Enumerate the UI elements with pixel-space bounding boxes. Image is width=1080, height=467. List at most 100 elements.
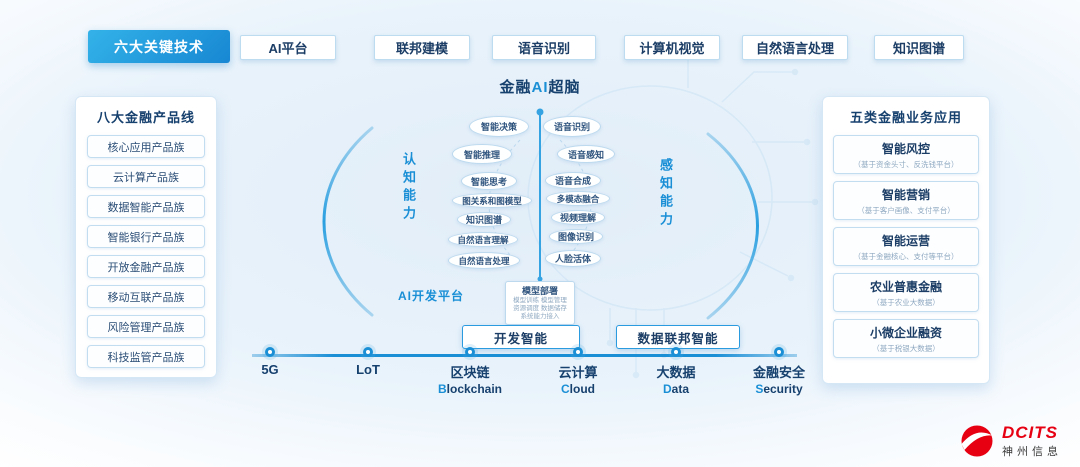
capability-bubble: 知识图谱 — [457, 212, 511, 227]
timeline-dot — [573, 347, 583, 357]
timeline-en-accent: D — [662, 382, 672, 396]
model-deploy-line: 资源调度 数据储存 — [513, 305, 567, 312]
timeline-en-rest: ata — [671, 382, 689, 396]
product-line-item: 智能银行产品族 — [87, 225, 205, 248]
timeline-item-5g: 5G — [215, 347, 325, 378]
capability-bubble: 语音感知 — [557, 145, 615, 163]
dcits-company-name: 神州信息 — [1002, 445, 1062, 458]
capability-bubble: 自然语言处理 — [448, 252, 520, 269]
timeline-dot — [363, 347, 373, 357]
product-line-item: 云计算产品族 — [87, 165, 205, 188]
timeline-item-security: 金融安全 Security — [724, 347, 834, 396]
tech-chip-knowledge-graph[interactable]: 知识图谱 — [874, 35, 964, 60]
application-title: 农业普惠金融 — [869, 280, 942, 294]
application-title: 小微企业融资 — [869, 326, 942, 340]
timeline-en-rest: loud — [569, 382, 595, 396]
tech-chip-nlp[interactable]: 自然语言处理 — [742, 35, 848, 60]
tech-chip-computer-vision[interactable]: 计算机视觉 — [624, 35, 720, 60]
timeline-item-cloud: 云计算 Cloud — [523, 347, 633, 396]
timeline-line — [252, 354, 797, 357]
model-deploy-line: 系统能力接入 — [520, 313, 560, 320]
tech-chip-ai-platform[interactable]: AI平台 — [240, 35, 336, 60]
panel-product-lines-title: 八大金融产品线 — [96, 110, 195, 125]
capability-bubble: 智能决策 — [469, 116, 529, 137]
timeline-en-accent: S — [755, 382, 764, 396]
timeline-label-en: Blockchain — [415, 382, 525, 396]
capability-bubble: 智能思考 — [461, 172, 517, 190]
capability-bubble: 人脸活体 — [545, 250, 601, 267]
timeline-item-bigdata: 大数据 Data — [621, 347, 731, 396]
application-title: 智能运营 — [881, 234, 930, 248]
label-cognitive-ability: 认知能力 — [401, 152, 416, 224]
timeline-dot — [265, 347, 275, 357]
model-deploy-title: 模型部署 — [521, 286, 558, 296]
application-title: 智能风控 — [881, 142, 930, 156]
tech-chip-federated-modeling[interactable]: 联邦建模 — [374, 35, 470, 60]
capability-bubble: 语音识别 — [543, 116, 601, 137]
timeline-label-en: Security — [724, 382, 834, 396]
application-subtitle: （基于资金头寸、反洗钱平台） — [853, 160, 959, 169]
application-subtitle: （基于金融核心、支付等平台） — [853, 252, 959, 261]
dcits-brand: DCITS — [1002, 422, 1058, 442]
application-item: 智能风控 （基于资金头寸、反洗钱平台） — [833, 135, 979, 174]
application-item: 小微企业融资 （基于税银大数据） — [833, 319, 979, 358]
timeline-label: LoT — [356, 362, 380, 377]
panel-product-lines: 八大金融产品线 核心应用产品族 云计算产品族 数据智能产品族 智能银行产品族 开… — [75, 96, 217, 378]
capability-bubble: 多模态融合 — [546, 191, 610, 206]
label-ai-dev-platform: AI开发平台 — [398, 289, 465, 303]
timeline-dot — [465, 347, 475, 357]
center-title: 金融AI超脑 — [460, 76, 620, 97]
center-title-accent: AI — [531, 79, 549, 96]
product-line-item: 风险管理产品族 — [87, 315, 205, 338]
data-federation-intelligence-button[interactable]: 数据联邦智能 — [616, 325, 740, 349]
tab-six-key-technologies[interactable]: 六大关键技术 — [88, 30, 230, 63]
right-bracket-arc — [706, 132, 759, 320]
timeline-dot — [671, 347, 681, 357]
panel-business-applications-title: 五类金融业务应用 — [849, 110, 962, 125]
timeline-label-en: Data — [621, 382, 731, 396]
application-subtitle: （基于农业大数据） — [872, 298, 940, 307]
product-line-item: 移动互联产品族 — [87, 285, 205, 308]
capability-bubble: 视频理解 — [551, 210, 605, 225]
timeline-label-en: Cloud — [523, 382, 633, 396]
timeline-label: 5G — [261, 362, 279, 377]
application-subtitle: （基于客户画像、支付平台） — [857, 206, 955, 215]
product-line-item: 核心应用产品族 — [87, 135, 205, 158]
capability-bubble: 图关系和图模型 — [452, 193, 532, 208]
center-title-post: 超脑 — [548, 79, 581, 96]
panel-business-applications: 五类金融业务应用 智能风控 （基于资金头寸、反洗钱平台） 智能营销 （基于客户画… — [822, 96, 990, 384]
dcits-logo-text: DCITS 神州信息 — [1002, 424, 1062, 459]
application-item: 智能营销 （基于客户画像、支付平台） — [833, 181, 979, 220]
application-item: 智能运营 （基于金融核心、支付等平台） — [833, 227, 979, 266]
center-title-pre: 金融 — [499, 79, 532, 96]
timeline-item-blockchain: 区块链 Blockchain — [415, 347, 525, 396]
dcits-logo: DCITS 神州信息 — [959, 423, 1062, 459]
timeline-label: 金融安全 — [752, 365, 805, 380]
timeline-label: 云计算 — [558, 365, 598, 380]
timeline-dot — [774, 347, 784, 357]
capability-bubble: 语音合成 — [545, 172, 601, 189]
product-line-item: 数据智能产品族 — [87, 195, 205, 218]
label-perception-ability: 感知能力 — [658, 158, 673, 230]
capability-bubble: 智能推理 — [452, 144, 512, 164]
product-line-item: 科技监管产品族 — [87, 345, 205, 368]
timeline-en-rest: ecurity — [763, 382, 803, 396]
capability-bubble: 图像识别 — [549, 229, 603, 244]
model-deploy-line: 模型训练 模型管理 — [513, 297, 567, 304]
timeline-item-iot: LoT — [313, 347, 423, 378]
timeline-en-accent: C — [561, 382, 570, 396]
application-title: 智能营销 — [881, 188, 930, 202]
model-deploy-box: 模型部署 模型训练 模型管理 资源调度 数据储存 系统能力接入 — [505, 281, 575, 325]
capability-bubble: 自然语言理解 — [448, 232, 518, 247]
timeline-label: 区块链 — [450, 365, 490, 380]
product-line-item: 开放金融产品族 — [87, 255, 205, 278]
timeline-en-accent: B — [437, 382, 447, 396]
timeline-en-rest: lockchain — [446, 382, 503, 396]
left-bracket-arc — [322, 126, 374, 317]
application-item: 农业普惠金融 （基于农业大数据） — [833, 273, 979, 312]
tech-chip-speech-recognition[interactable]: 语音识别 — [492, 35, 596, 60]
dev-intelligence-button[interactable]: 开发智能 — [462, 325, 580, 349]
timeline-label: 大数据 — [656, 365, 696, 380]
application-subtitle: （基于税银大数据） — [872, 344, 940, 353]
